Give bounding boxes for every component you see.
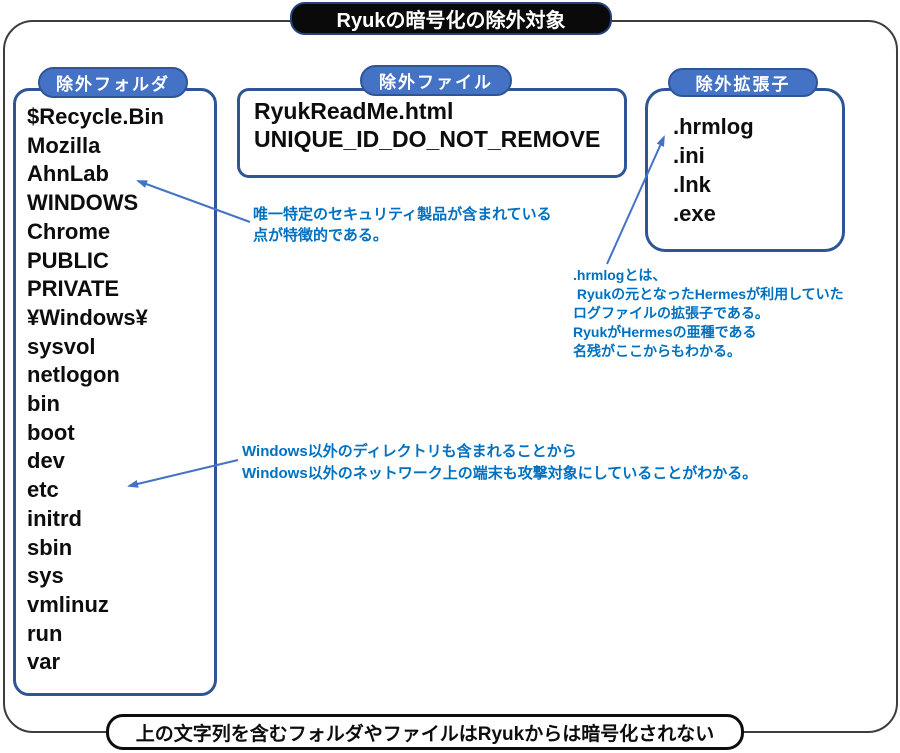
folder-name: $Recycle.Bin xyxy=(27,104,164,129)
excluded-folders-label: 除外フォルダ xyxy=(38,67,188,98)
folder-name: WINDOWS xyxy=(27,190,139,216)
diagram-title: Ryukの暗号化の除外対象 xyxy=(290,2,612,35)
extension-name: .lnk xyxy=(673,172,711,197)
extension-name: .hrmlog xyxy=(673,114,754,139)
note-line: Windows以外のネットワーク上の端末も攻撃対象にしていることがわかる。 xyxy=(242,465,758,482)
extension-name: .exe xyxy=(673,201,716,226)
folder-name: PUBLIC xyxy=(27,247,109,273)
note-line: Ryukの元となったHermesが利用していた xyxy=(573,286,844,302)
file-name: RyukReadMe.html xyxy=(254,98,454,124)
folder-name: sys xyxy=(27,563,64,589)
non-windows-note: Windows以外のディレクトリも含まれることから Windows以外のネットワー… xyxy=(242,441,757,485)
excluded-files-label: 除外ファイル xyxy=(360,65,512,96)
note-line: 唯一特定のセキュリティ製品が含まれている xyxy=(253,206,552,223)
footer-note: 上の文字列を含むフォルダやファイルはRyukからは暗号化されない xyxy=(106,714,744,750)
folder-name: boot xyxy=(27,419,75,445)
hrmlog-hermes-note: .hrmlogとは、 Ryukの元となったHermesが利用していたログファイル… xyxy=(573,266,844,361)
folder-name: etc xyxy=(27,477,59,503)
folder-name: Chrome xyxy=(27,218,111,244)
excluded-extensions-label-text: 除外拡張子 xyxy=(695,75,791,94)
excluded-extensions-label: 除外拡張子 xyxy=(668,68,818,97)
note-line: 点が特徴的である。 xyxy=(253,227,388,244)
folder-name: var xyxy=(27,649,61,675)
folder-name: vmlinuz xyxy=(27,591,109,617)
note-line: 名残がここからもわかる。 xyxy=(573,343,741,359)
folder-name: netlogon xyxy=(27,362,120,388)
excluded-extensions-box xyxy=(645,88,845,252)
note-line: RyukがHermesの亜種である xyxy=(573,324,757,340)
note-line: ログファイルの拡張子である。 xyxy=(573,305,769,321)
footer-note-text: 上の文字列を含むフォルダやファイルはRyukからは暗号化されない xyxy=(135,723,715,745)
folder-name: Mozilla xyxy=(27,132,101,158)
folder-name: run xyxy=(27,620,63,646)
note-line: .hrmlogとは、 xyxy=(573,267,667,283)
folder-name: sysvol xyxy=(27,333,96,359)
folder-name: sbin xyxy=(27,534,73,560)
ahnlab-security-note: 唯一特定のセキュリティ製品が含まれている点が特徴的である。 xyxy=(253,204,552,246)
folder-name: PRIVATE xyxy=(27,276,120,302)
folder-name: bin xyxy=(27,391,60,417)
excluded-extensions-list: .hrmlog .ini .lnk .exe xyxy=(673,112,754,228)
excluded-folders-label-text: 除外フォルダ xyxy=(56,75,170,94)
folder-name: AhnLab xyxy=(27,161,109,187)
folder-name: dev xyxy=(27,448,65,474)
file-name: UNIQUE_ID_DO_NOT_REMOVE xyxy=(254,126,601,152)
folder-name: ¥Windows¥ xyxy=(27,304,148,330)
extension-name: .ini xyxy=(673,143,705,168)
folder-name: initrd xyxy=(27,505,82,531)
excluded-files-label-text: 除外ファイル xyxy=(379,73,493,92)
diagram-title-text: Ryukの暗号化の除外対象 xyxy=(336,10,566,32)
note-line: Windows以外のディレクトリも含まれることから xyxy=(242,443,577,460)
